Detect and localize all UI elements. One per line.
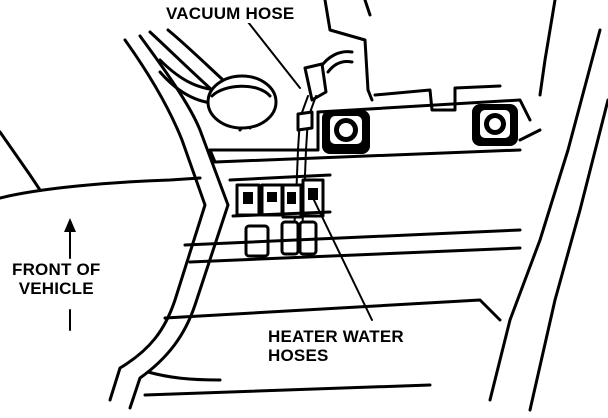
right-panel (488, 28, 608, 412)
heater-water-hoses-line-1: HEATER WATER (268, 327, 404, 346)
mounting-plate (208, 0, 557, 164)
heater-water-hoses-line-2: HOSES (268, 346, 329, 365)
heater-water-hoses-label: HEATER WATER HOSES (268, 327, 404, 365)
strut-bracket (108, 28, 247, 410)
front-of-vehicle-arrow (64, 218, 76, 331)
front-of-vehicle-line-1: FRONT OF (12, 260, 101, 279)
vacuum-hose-leader (247, 21, 301, 89)
heater-hose-connectors (228, 173, 332, 219)
fender-outline (0, 130, 202, 200)
bolt-right (472, 104, 518, 146)
front-of-vehicle-label: FRONT OF VEHICLE (12, 260, 101, 298)
vacuum-line (158, 58, 278, 132)
heater-hoses-leader (311, 195, 373, 321)
vacuum-hose-label: VACUUM HOSE (166, 4, 295, 23)
cowl-panels (143, 228, 522, 397)
vacuum-hose-label-text: VACUUM HOSE (166, 4, 295, 23)
front-of-vehicle-line-2: VEHICLE (18, 279, 94, 298)
bolt-left (322, 110, 370, 154)
